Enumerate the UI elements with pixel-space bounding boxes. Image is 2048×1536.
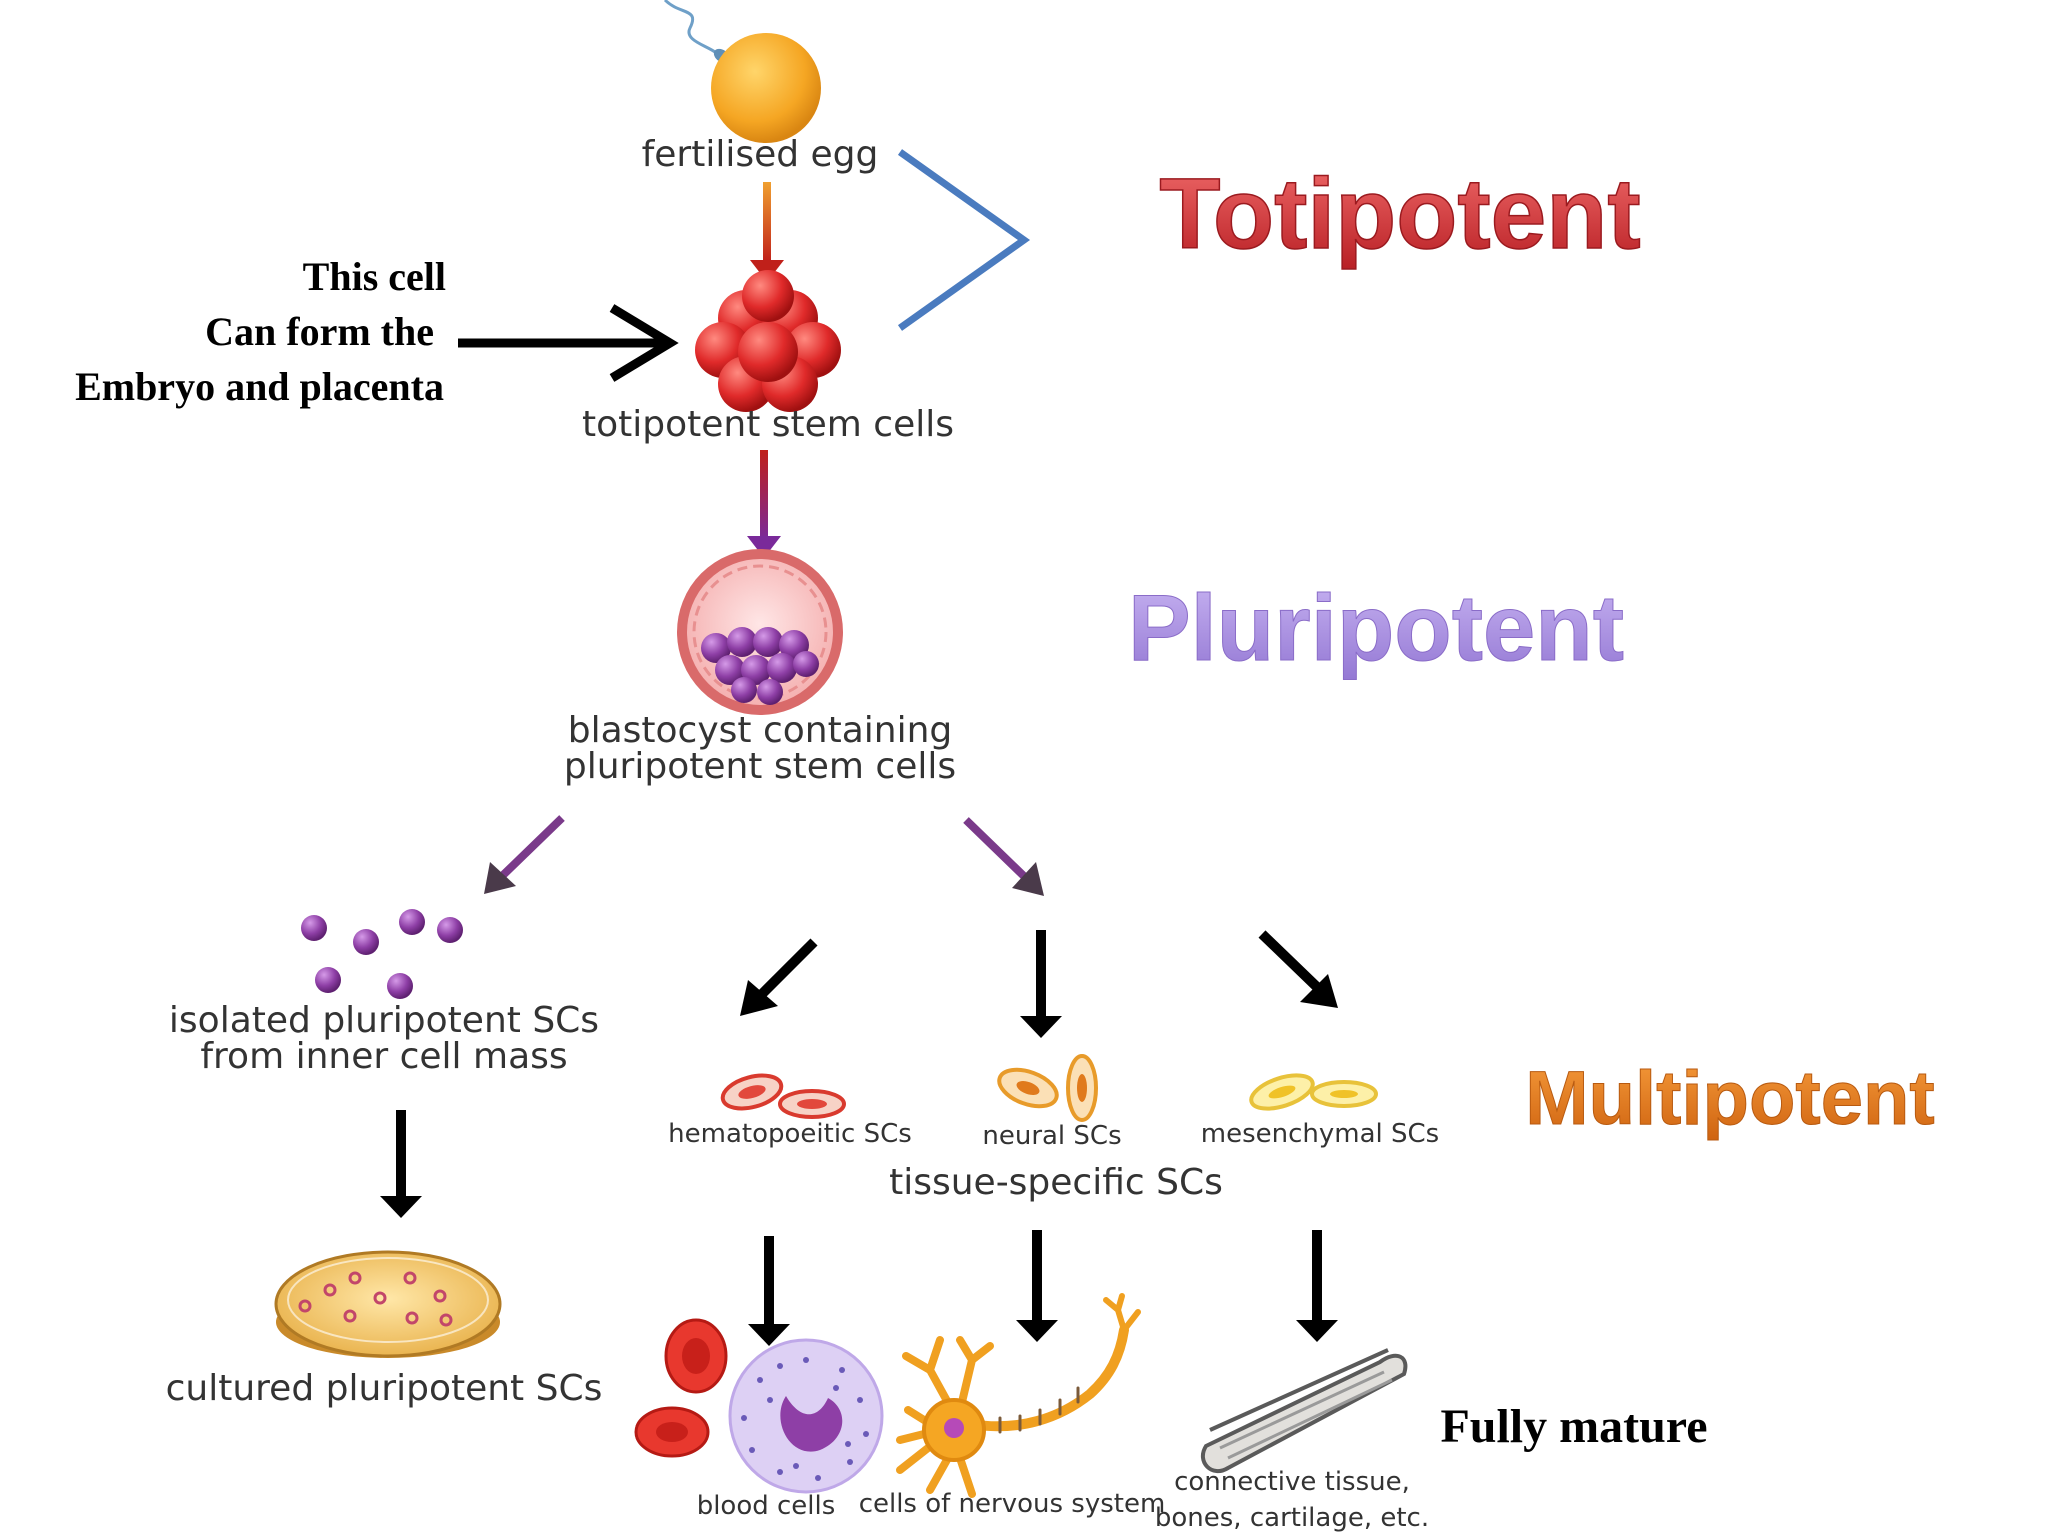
totipotent-stem-cells-label: totipotent stem cells [582, 404, 954, 445]
arrow-to-blood-cells [748, 1236, 790, 1346]
arrow-to-nervous-cells [1016, 1230, 1058, 1342]
isolated-cells-icon [301, 909, 463, 999]
hematopoietic-cells-icon [720, 1073, 846, 1119]
blastocyst-icon [677, 549, 843, 715]
stage-fully-mature: Fully mature [1440, 1400, 1707, 1453]
nervous-cells-label: cells of nervous system [859, 1489, 1166, 1519]
arrow-to-connective [1296, 1230, 1338, 1342]
arrow-to-neural [1020, 930, 1062, 1038]
connective-label-line-1: connective tissue, [1174, 1467, 1410, 1497]
connective-label-line-2: bones, cartilage, etc. [1155, 1503, 1429, 1533]
totipotent-bracket [897, 149, 1031, 331]
tissue-specific-label: tissue-specific SCs [889, 1162, 1223, 1203]
annotation-line-1: This cell [303, 254, 446, 299]
arrow-isolated-to-cultured [380, 1110, 422, 1218]
arrow-blastocyst-to-tissue [963, 817, 1044, 896]
blood-cells-label: blood cells [697, 1491, 836, 1521]
arrow-to-hematopoietic [740, 938, 818, 1016]
neural-cells-icon [997, 1054, 1098, 1122]
annotation-arrow [458, 304, 679, 382]
blastocyst-label-line-1: blastocyst containing [568, 710, 953, 751]
annotation-line-3: Embryo and placenta [75, 364, 444, 409]
arrow-egg-to-totipotent [750, 182, 784, 282]
isolated-label-line-1: isolated pluripotent SCs [169, 1000, 599, 1041]
stage-totipotent: Totipotent [1159, 158, 1640, 270]
hematopoietic-label: hematopoeitic SCs [668, 1119, 912, 1149]
blastocyst-label-line-2: pluripotent stem cells [564, 746, 956, 787]
blood-cells-icon [634, 1318, 884, 1494]
petri-dish-icon [274, 1250, 502, 1358]
stage-pluripotent: Pluripotent [1128, 575, 1624, 680]
bone-icon [1200, 1348, 1408, 1474]
fertilised-egg-label: fertilised egg [642, 134, 879, 175]
mesenchymal-label: mesenchymal SCs [1201, 1119, 1439, 1149]
fertilised-egg-icon [711, 33, 821, 143]
neuron-icon [896, 1293, 1141, 1498]
isolated-label-line-2: from inner cell mass [200, 1036, 567, 1077]
cultured-label: cultured pluripotent SCs [166, 1368, 603, 1409]
stage-multipotent: Multipotent [1525, 1056, 1934, 1141]
mesenchymal-cells-icon [1249, 1073, 1378, 1111]
arrow-totipotent-to-blastocyst [747, 450, 781, 558]
arrow-to-mesenchymal [1258, 930, 1338, 1008]
annotation-line-2: Can form the [205, 309, 434, 354]
arrow-blastocyst-to-isolated [484, 815, 565, 894]
totipotent-stem-cells-icon [695, 270, 841, 412]
neural-label: neural SCs [982, 1121, 1121, 1151]
